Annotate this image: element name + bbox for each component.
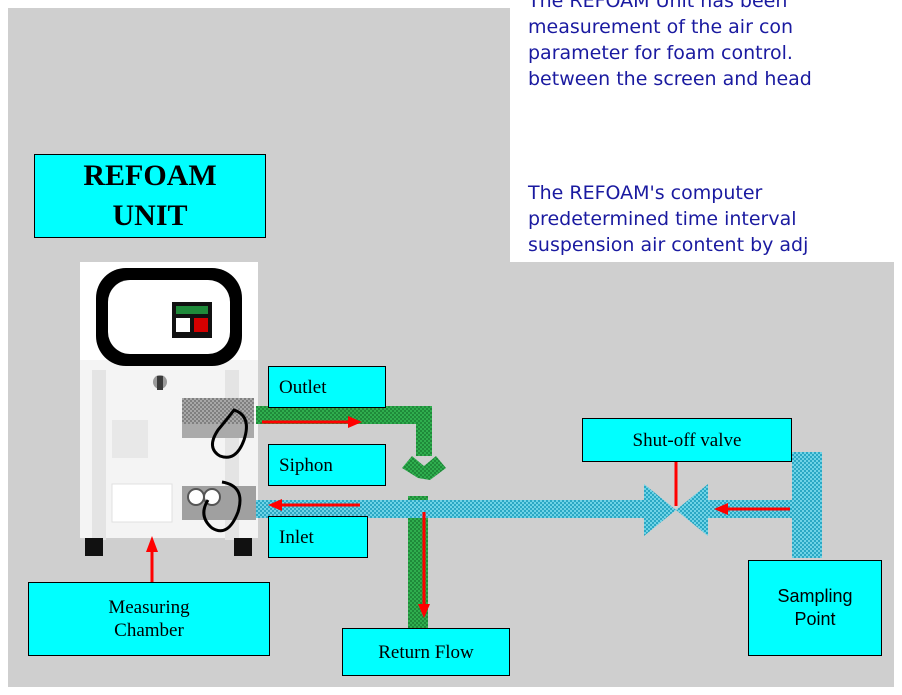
siphon-label: Siphon — [268, 444, 386, 486]
description-panel — [510, 0, 902, 262]
siphon-fitting — [402, 456, 446, 480]
unit-foot-right — [234, 538, 252, 556]
outlet-label: Outlet — [268, 366, 386, 408]
outlet-hose-loop — [211, 408, 248, 459]
inlet-fitting — [182, 486, 256, 520]
shutoff-valve-symbol — [644, 484, 708, 536]
inlet-hose-loop — [202, 480, 242, 533]
refoam-unit-label: REFOAM UNIT — [34, 154, 266, 238]
shutoff-valve-label: Shut-off valve — [582, 418, 792, 462]
flow-arrows — [146, 416, 790, 618]
description-paragraph-1: The REFOAM Unit has been measurement of … — [528, 0, 812, 90]
unit-foot-left — [85, 538, 103, 556]
inlet-pipe — [256, 452, 822, 558]
description-paragraph-2: The REFOAM's computer predetermined time… — [528, 182, 809, 256]
return-flow-label: Return Flow — [342, 628, 510, 676]
measuring-chamber-label: Measuring Chamber — [28, 582, 270, 656]
sampling-point-label: Sampling Point — [748, 560, 882, 656]
inlet-label: Inlet — [268, 516, 368, 558]
display-screen — [96, 268, 242, 390]
sampling-riser-pipe — [792, 452, 822, 558]
